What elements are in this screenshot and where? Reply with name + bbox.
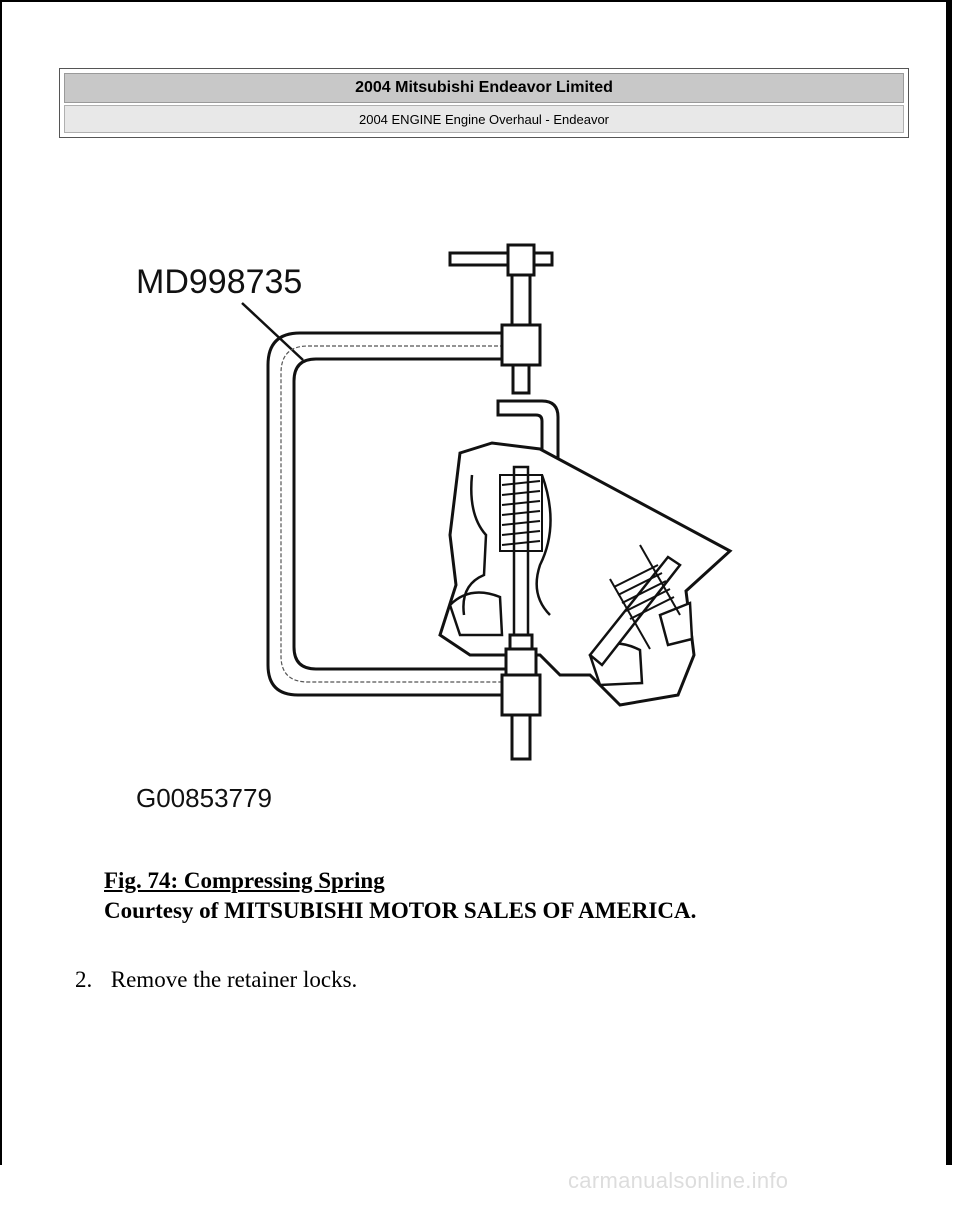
page-frame: [0, 0, 952, 1165]
spring-compressor-figure: MD998735: [120, 235, 760, 825]
document-header: 2004 Mitsubishi Endeavor Limited 2004 EN…: [59, 68, 909, 138]
section-title: 2004 ENGINE Engine Overhaul - Endeavor: [64, 105, 904, 133]
watermark: carmanualsonline.info: [568, 1168, 789, 1193]
tool-label: MD998735: [136, 263, 302, 301]
step-text: Remove the retainer locks.: [110, 967, 358, 992]
figure-courtesy: Courtesy of MITSUBISHI MOTOR SALES OF AM…: [104, 898, 697, 923]
vehicle-title: 2004 Mitsubishi Endeavor Limited: [64, 73, 904, 103]
figure-caption: Fig. 74: Compressing Spring Courtesy of …: [104, 866, 696, 926]
step-number: 2.: [75, 967, 93, 992]
image-code: G00853779: [136, 783, 272, 813]
figure-title: Fig. 74: Compressing Spring: [104, 868, 385, 893]
spring-compressor-illustration: MD998735: [136, 243, 733, 813]
procedure-step: 2. Remove the retainer locks.: [75, 965, 357, 995]
